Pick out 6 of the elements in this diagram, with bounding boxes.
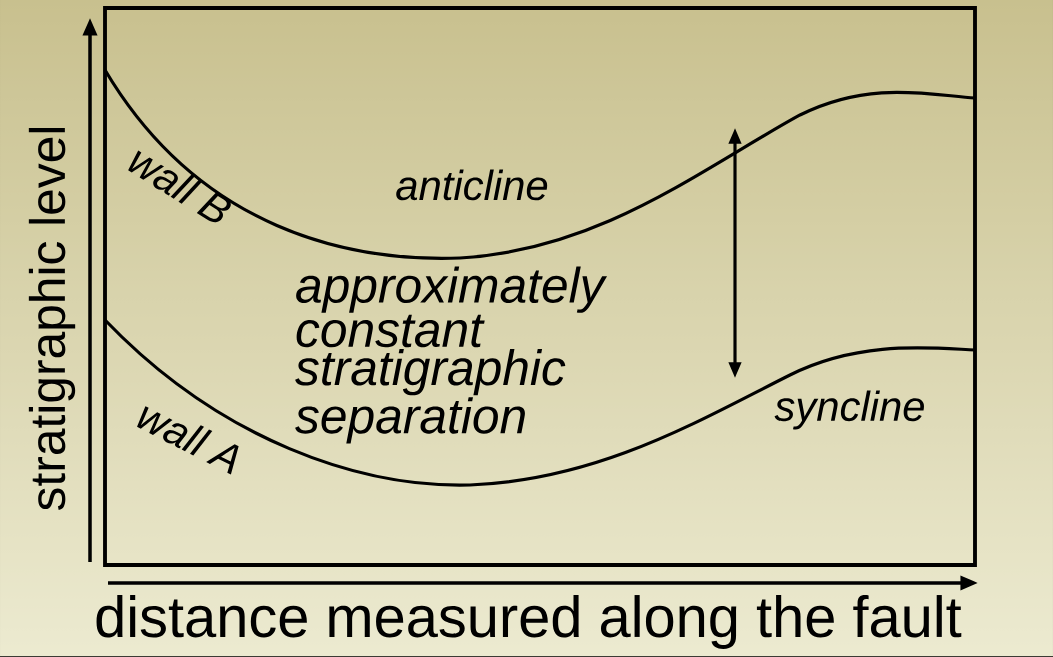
wall-label: wall A <box>137 406 239 475</box>
separation-label: approximately constant stratigraphic separation <box>295 266 608 444</box>
axis-label: stratigraphic level <box>28 127 76 511</box>
fold-label: syncline <box>774 390 924 430</box>
fold-label: anticline <box>396 169 548 201</box>
axis-label: distance measured along the fault <box>96 595 962 649</box>
